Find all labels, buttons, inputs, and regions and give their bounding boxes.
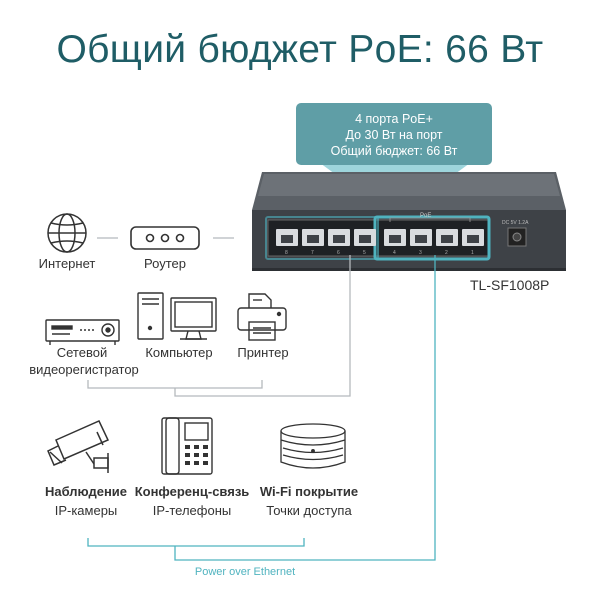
computer-label: Компьютер (145, 345, 213, 360)
ip-phone-icon (161, 417, 213, 475)
poe-connection-lines (87, 255, 436, 561)
ip-phone-label: IP-телефоны (152, 503, 232, 518)
printer-icon (237, 293, 287, 341)
printer-label: Принтер (237, 345, 289, 360)
lan-connection-lines (87, 237, 351, 397)
wifi-category-label: Wi-Fi покрытие (259, 484, 359, 499)
poe-port-label: PoE (420, 213, 432, 219)
access-point-icon (280, 423, 346, 469)
power-spec-label: DC 5V 1.2A (502, 220, 529, 226)
port-number: 3 (419, 250, 422, 256)
router-label: Роутер (144, 256, 186, 271)
port-number: 4 (393, 250, 396, 256)
nvr-label-line1: Сетевой (56, 345, 108, 360)
callout-line-per-port: До 30 Вт на порт (345, 128, 443, 142)
callout-line-budget: Общий бюджет: 66 Вт (330, 144, 458, 158)
port-number: 5 (363, 250, 366, 256)
surveillance-category-label: Наблюдение (44, 484, 128, 499)
port-number: 6 (337, 250, 340, 256)
router-icon (130, 226, 200, 250)
port-number: 7 (311, 250, 314, 256)
port-number-row: 8 7 6 5 4 3 2 1 (276, 250, 484, 258)
nvr-label-line2: видеорегистратор (29, 362, 139, 377)
ip-camera-label: IP-камеры (54, 503, 118, 518)
port-number: 2 (445, 250, 448, 256)
nvr-icon (45, 319, 120, 345)
ip-camera-icon (47, 420, 110, 473)
port-number: 1 (471, 250, 474, 256)
page-title: Общий бюджет PoE: 66 Вт (56, 28, 544, 71)
computer-icon (137, 292, 217, 340)
poe-footer-label: Power over Ethernet (194, 566, 296, 578)
port-number: 8 (285, 250, 288, 256)
callout-line-ports: 4 порта PoE+ (355, 112, 433, 126)
conference-category-label: Конференц-связь (134, 484, 250, 499)
access-point-label: Точки доступа (266, 503, 352, 518)
internet-label: Интернет (38, 256, 96, 271)
switch-model-label: TL-SF1008P (470, 277, 550, 293)
globe-icon (47, 213, 87, 253)
poe-spec-callout: 4 порта PoE+ До 30 Вт на порт Общий бюдж… (296, 103, 492, 165)
